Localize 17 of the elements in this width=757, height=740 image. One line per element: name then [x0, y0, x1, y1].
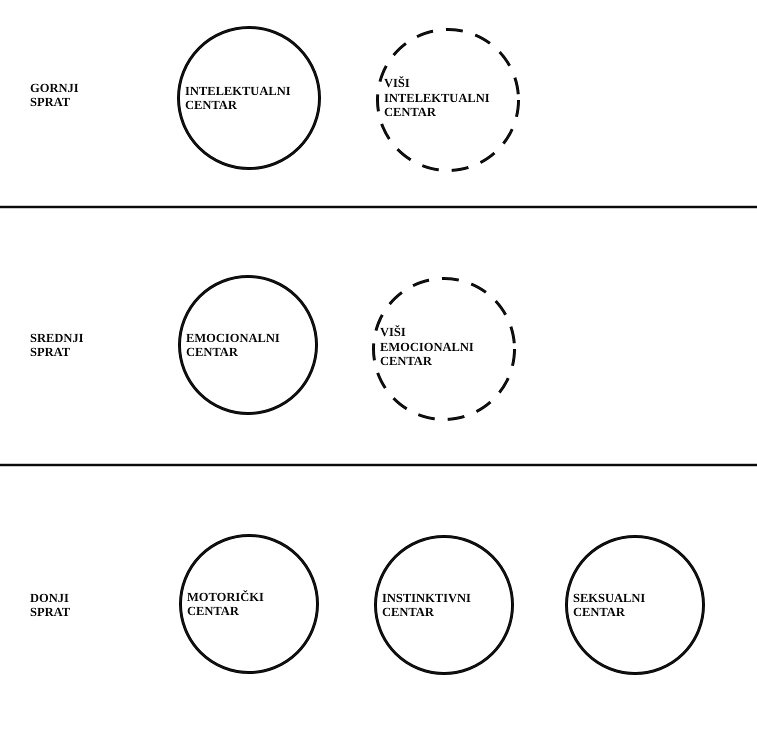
- center-circle: [376, 28, 520, 172]
- center-label: INSTINKTIVNI CENTAR: [382, 590, 471, 620]
- center-label: EMOCIONALNI CENTAR: [186, 330, 280, 360]
- center-circle: [372, 277, 516, 421]
- center-circle: [374, 535, 514, 675]
- floor-label: SREDNJI SPRAT: [30, 330, 84, 360]
- center-label: SEKSUALNI CENTAR: [573, 590, 646, 620]
- center-label: MOTORIČKI CENTAR: [187, 590, 264, 618]
- center-label: VIŠI EMOCIONALNI CENTAR: [380, 325, 474, 369]
- center-label: VIŠI INTELEKTUALNI CENTAR: [384, 76, 490, 120]
- center-circle: [177, 26, 321, 170]
- center-circle: [565, 535, 705, 675]
- center-circle: [179, 534, 319, 674]
- center-circle: [178, 275, 318, 415]
- floor-label: GORNJI SPRAT: [30, 80, 79, 110]
- center-label: INTELEKTUALNI CENTAR: [185, 84, 291, 112]
- floor-label: DONJI SPRAT: [30, 590, 70, 620]
